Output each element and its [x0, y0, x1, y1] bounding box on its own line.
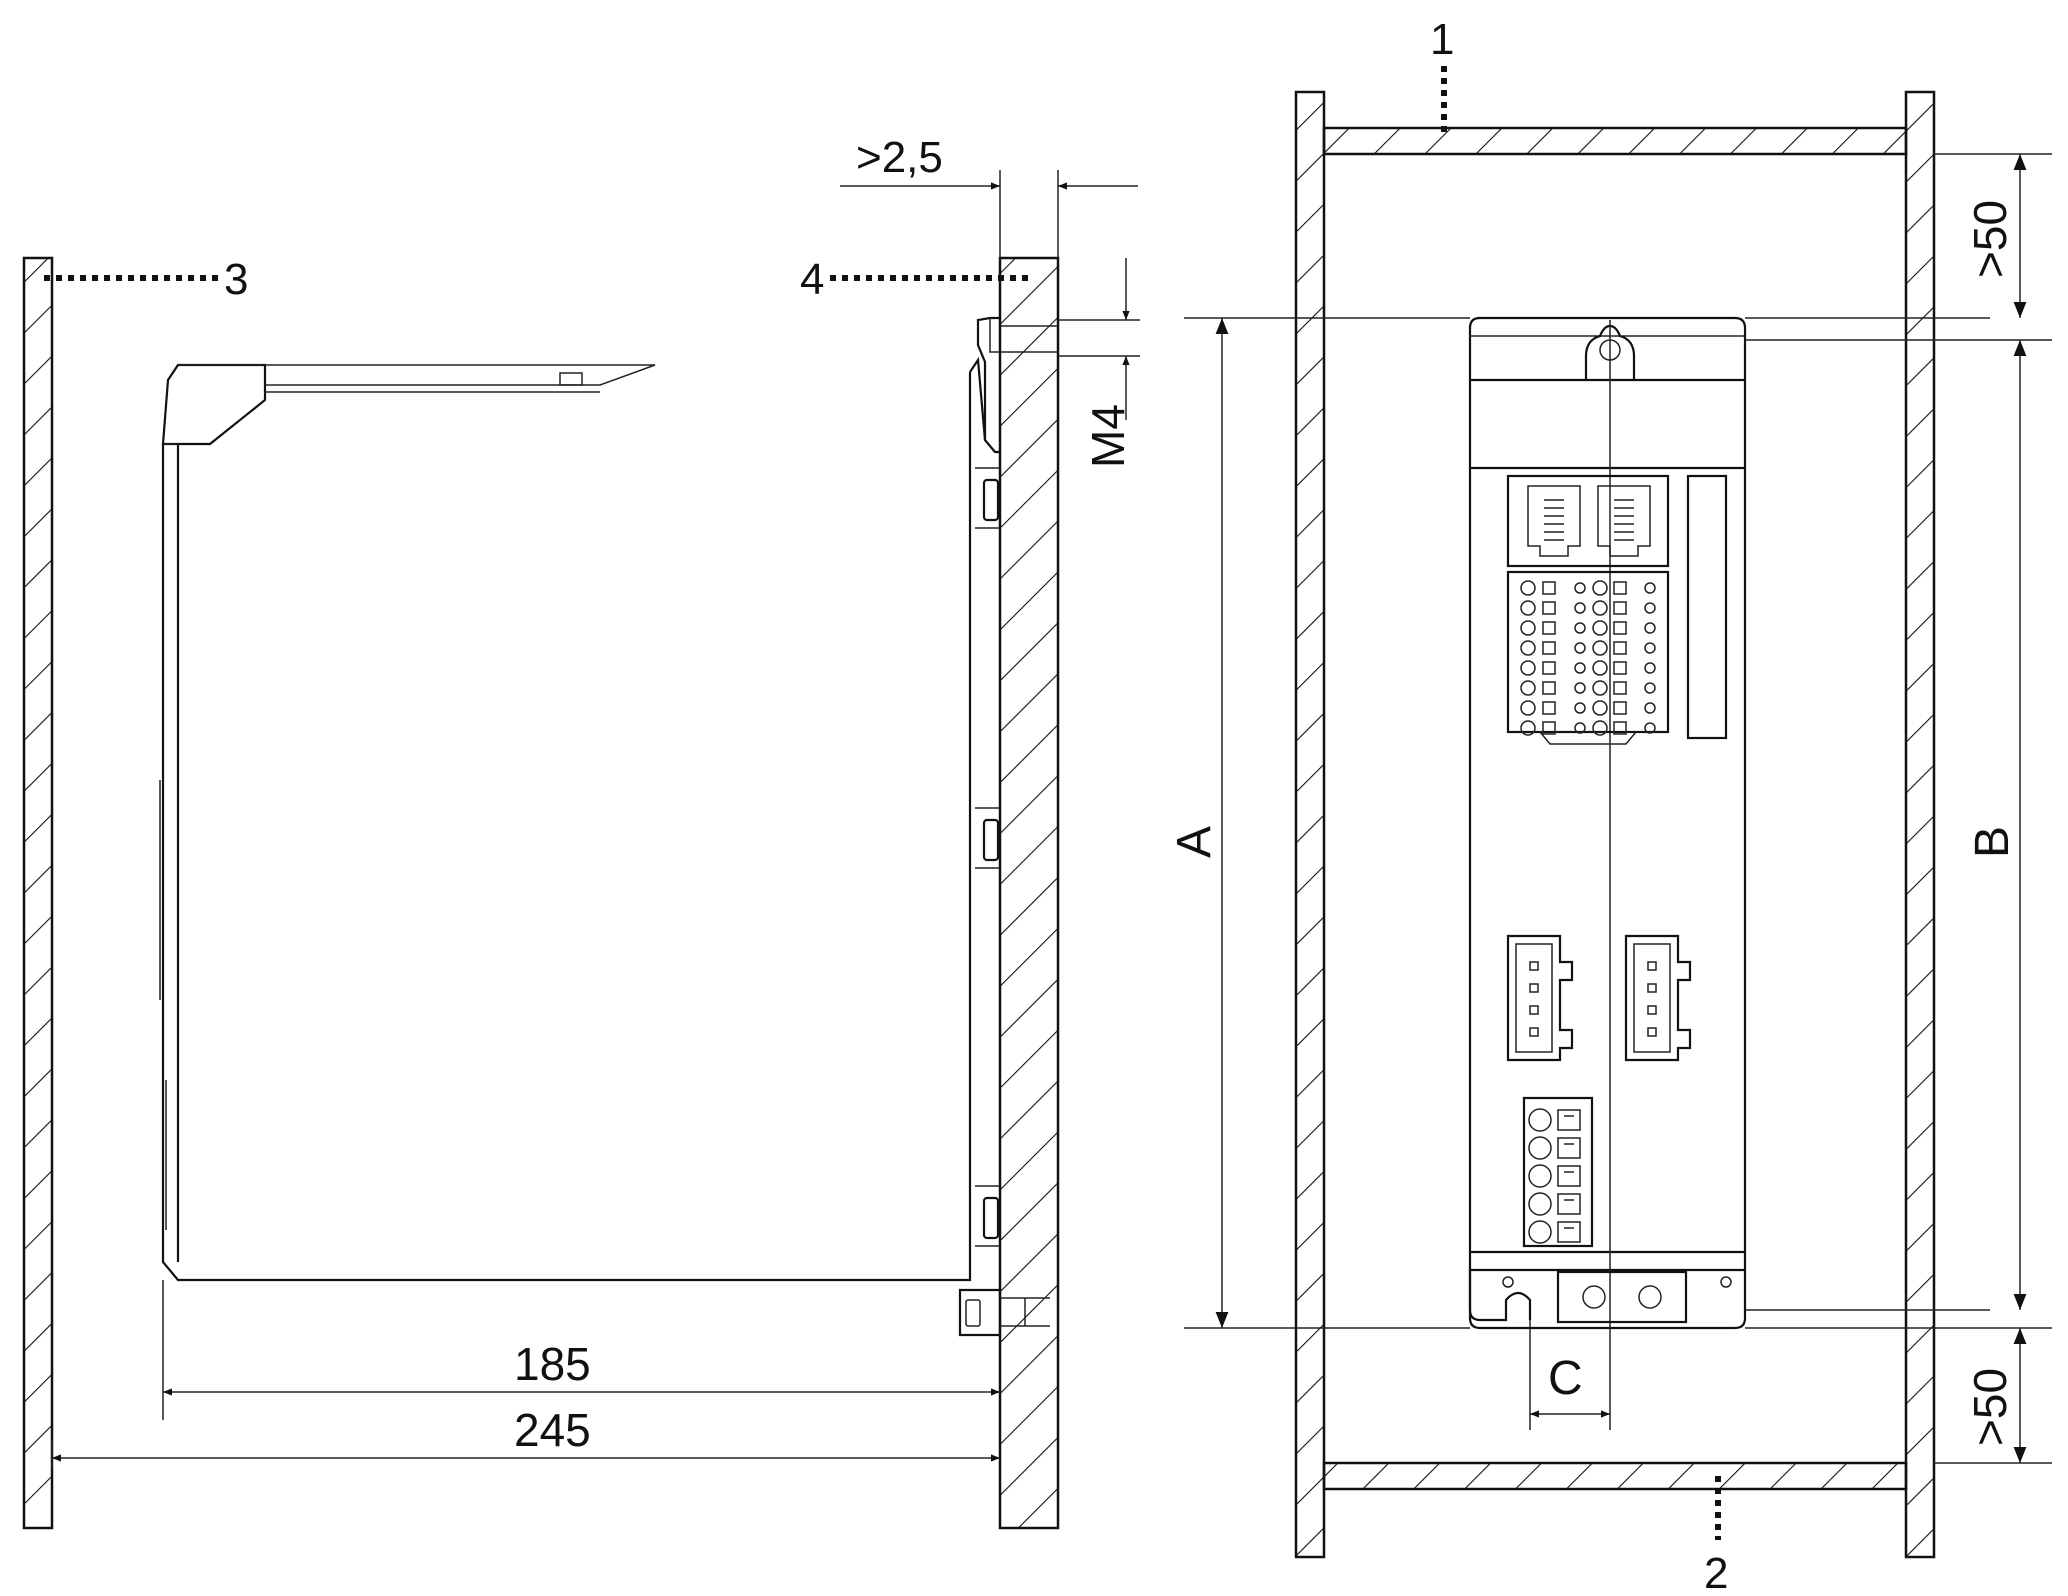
dim-B-label: B: [1966, 826, 2019, 858]
dim-185-label: 185: [514, 1338, 591, 1390]
dim-gap-label: >2,5: [856, 133, 943, 182]
callout-1: 1: [1430, 15, 1454, 64]
dim-A-label: A: [1168, 826, 1221, 858]
power-terminal: [1522, 1096, 1594, 1248]
rj45-port-1: [1527, 485, 1581, 557]
mounting-panel: [998, 256, 1060, 1530]
connector-left: [1506, 934, 1574, 1062]
wall-bottom: [1322, 1461, 1908, 1491]
rj45-port-2: [1597, 485, 1651, 557]
wall-front-right: [1904, 90, 1936, 1559]
dim-245-label: 245: [514, 1404, 591, 1456]
front-view: 1 2: [1168, 15, 2052, 1596]
wall-front-left: [1294, 90, 1326, 1559]
device-front: [1468, 316, 1747, 1330]
device-housing-side: [159, 316, 1058, 1337]
dim-C-label: C: [1548, 1352, 1583, 1405]
side-view: 3 4 >2,5 M4 185 245: [22, 133, 1140, 1530]
dim-screw-label: M4: [1082, 404, 1134, 468]
wall-top: [1322, 126, 1908, 156]
io-terminal-block: [1506, 570, 1670, 745]
callout-3: 3: [224, 255, 248, 304]
connector-right: [1624, 934, 1692, 1062]
dim-clearance-bottom-label: >50: [1964, 1368, 2016, 1446]
callout-2: 2: [1704, 1549, 1728, 1596]
dim-clearance-top-label: >50: [1964, 200, 2016, 278]
callout-4: 4: [800, 255, 824, 304]
wall-left: [22, 256, 54, 1530]
